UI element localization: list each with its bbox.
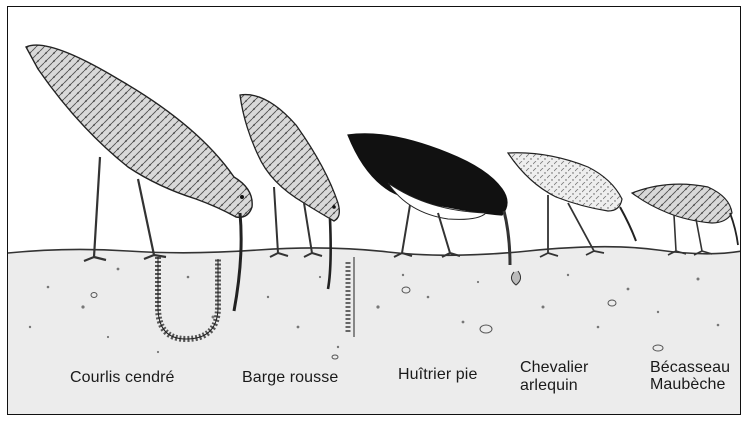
label-huitrier-pie: Huîtrier pie <box>398 366 477 384</box>
label-chevalier-line2: arlequin <box>520 377 578 395</box>
label-chevalier-line1: Chevalier <box>520 359 589 377</box>
mudflat <box>8 247 741 415</box>
shorebirds-illustration <box>8 7 741 415</box>
label-becasseau-line2: Maubèche <box>650 376 726 394</box>
illustration-frame: Courlis cendré Barge rousse Huîtrier pie… <box>7 6 741 415</box>
oystercatcher-bird <box>348 134 510 265</box>
redshank-bird <box>508 153 636 257</box>
label-becasseau-line1: Bécasseau <box>650 359 730 377</box>
label-barge-rousse: Barge rousse <box>242 369 338 387</box>
knot-bird <box>632 184 738 255</box>
label-courlis-cendre: Courlis cendré <box>70 369 175 387</box>
